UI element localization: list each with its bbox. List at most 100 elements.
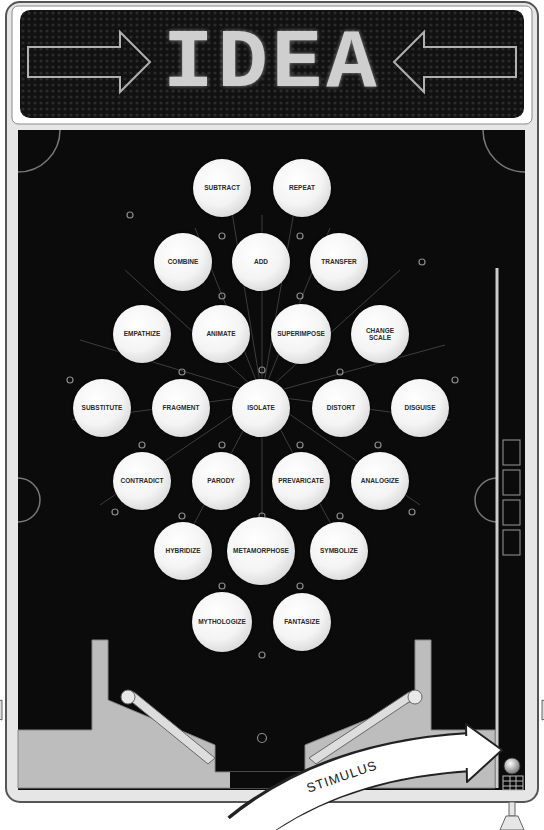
pinball-bumper: ANALOGIZE [351,452,409,510]
playfield-hole [67,212,458,743]
pinball-bumper: METAMORPHOSE [227,517,295,585]
stimulus-arrow-part [463,736,471,768]
plunger-lane-part [503,530,520,555]
bumper-label: METAMORPHOSE [233,547,289,554]
plunger-knob [500,802,524,830]
bumper-text-block: METAMORPHOSE [233,547,289,554]
playfield-hole-part [179,513,185,519]
plunger-knob-part [509,802,515,816]
bumper-label: SYMBOLIZE [317,547,361,554]
bumper-label: SUBTRACT [200,184,244,191]
cabinet-frame [0,2,544,802]
playfield-hole-part [67,377,73,383]
pinball-bumper: SYMBOLIZE [310,522,368,580]
cabinet-frame-part [6,2,538,802]
bumper-text-block: PARODY [199,477,243,484]
plunger-lane-part [503,470,520,495]
bumper-text-block: ISOLATE [239,404,283,411]
pinball-bumper: EMPATHIZE [113,305,171,363]
stimulus-arrow-part [240,752,471,830]
bumper-text-block: CONTRADICT [120,477,164,484]
flipper-lanes-part [122,692,215,764]
playfield-part [18,130,525,790]
playfield-hole-part [127,212,133,218]
bumper-label: FANTASIZE [280,618,324,625]
playfield-hole-part [219,583,225,589]
playfield-hole-part [337,513,343,519]
playfield-hole-part [337,369,343,375]
plunger-lane-part [496,268,499,788]
pinball-bumper: ISOLATE [232,379,290,437]
flipper-lanes-part [121,690,135,704]
bumper-label: CONTRADICT [120,477,164,484]
plunger-lane-part [516,776,517,790]
playfield-hole-part [409,509,415,515]
pinball-bumper: FANTASIZE [273,593,331,651]
bumper-label: DISGUISE [398,404,442,411]
playfield-hole-part [259,652,265,658]
playfield-part [483,130,525,172]
playfield-hole-part [297,442,303,448]
bumper-label: ADD [239,258,283,265]
pinball-bumper: ADD [232,233,290,291]
display-text: IDEA [163,22,381,106]
pinball-bumper: CONTRADICT [113,452,171,510]
pinball-bumper: COMBINE [154,233,212,291]
plunger-lane-part [503,500,520,525]
firework-burst [72,200,450,585]
pinball-ball-part [504,758,520,774]
bumper-text-block: ANIMATE [199,330,243,337]
flipper-lanes-part [408,690,422,704]
playfield-hole-part [112,509,118,515]
pinball-bumper: ANIMATE [192,305,250,363]
pinball-bumper: TRANSFER [310,233,368,291]
plunger-lane-part [510,776,511,790]
bumper-label: TRANSFER [317,258,361,265]
playfield-part [18,130,60,172]
bumper-text-block: PREVARICATE [278,477,324,484]
stimulus-arrow [240,724,502,830]
bumper-text-block: ANALOGIZE [358,477,402,484]
playfield-hole-part [297,293,303,299]
display-arrow-right [28,32,150,92]
bumper-text-block: SUBSTITUTE [80,404,124,411]
bumper-text-block: SUBTRACT [200,184,244,191]
bumper-label: ISOLATE [239,404,283,411]
pinball-bumper: PREVARICATE [272,452,330,510]
bumper-text-block: CHANGE SCALE [358,327,402,342]
cabinet-frame-part [0,700,2,720]
bumper-text-block: HYBRIDIZE [161,547,205,554]
bumper-label: CHANGE SCALE [358,327,402,342]
cabinet-frame-part [12,6,532,124]
idea-display: IDEA [20,10,524,118]
bumper-text-block: DISGUISE [398,404,442,411]
pinball-bumper: SUBSTITUTE [73,379,131,437]
led-grid [20,10,524,118]
playfield-hole-part [419,259,425,265]
bumper-text-block: DISTORT [319,404,363,411]
arrow-label: STIMULUS [305,757,380,795]
bumper-label: REPEAT [280,184,324,191]
bumper-label: DISTORT [319,404,363,411]
bumper-label: HYBRIDIZE [161,547,205,554]
pinball-bumper: REPEAT [273,159,331,217]
bumper-label: ANALOGIZE [358,477,402,484]
playfield-hole-part [375,442,381,448]
pinball-bumper: SUPERIMPOSE [271,304,331,364]
cabinet-frame-part [542,700,544,720]
bumper-label: EMPATHIZE [120,330,164,337]
playfield [18,130,525,790]
bumper-text-block: REPEAT [280,184,324,191]
plunger-lane-part [503,440,520,465]
plunger-lane-part [503,776,523,790]
pinball-bumper: SUBTRACT [193,159,251,217]
playfield-hole-part [259,367,265,373]
bumper-label: PARODY [199,477,243,484]
bumper-text-block: SUPERIMPOSE [277,330,325,337]
playfield-hole-part [139,442,145,448]
pinball-bumper: HYBRIDIZE [154,522,212,580]
bumper-label: COMBINE [161,258,205,265]
plunger-lane-part [503,781,523,782]
bumper-text-block: SYMBOLIZE [317,547,361,554]
